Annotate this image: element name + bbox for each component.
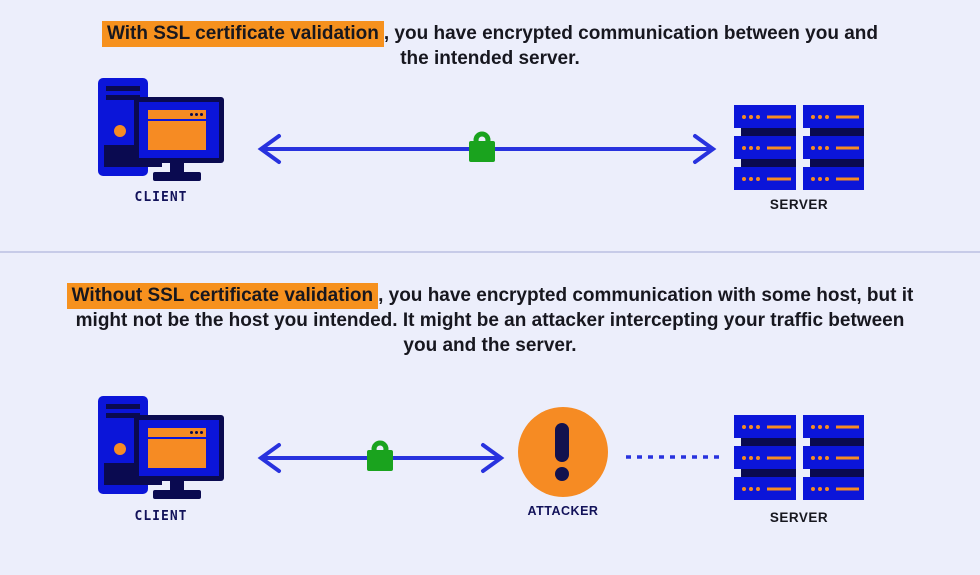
client-label-top: CLIENT	[134, 190, 188, 205]
client-label-bottom: CLIENT	[134, 509, 188, 524]
bottom-heading-highlight: Without SSL certificate validation	[66, 283, 379, 309]
top-heading-highlight: With SSL certificate validation	[102, 21, 384, 47]
client-computer-icon-bottom	[96, 394, 226, 500]
client-computer-icon	[96, 76, 226, 182]
bottom-panel-heading: Without SSL certificate validation, you …	[0, 283, 980, 358]
bottom-heading-rest: , you have encrypted communication with …	[75, 285, 914, 356]
server-label-bottom: SERVER	[769, 510, 829, 525]
server-label-top: SERVER	[769, 197, 829, 212]
top-panel-heading: With SSL certificate validation, you hav…	[0, 21, 980, 71]
intercepted-dashed-line	[626, 455, 720, 459]
browser-window	[148, 110, 206, 150]
computer-monitor	[134, 97, 224, 163]
attacker-label: ATTACKER	[527, 504, 599, 518]
top-heading-rest: , you have encrypted communication betwe…	[383, 23, 878, 69]
attacker-warning-icon	[518, 407, 608, 497]
server-rack-icon-top	[734, 105, 864, 190]
panel-divider	[0, 251, 980, 253]
secure-connection-arrow-bottom	[257, 440, 505, 473]
secure-connection-arrow-top	[257, 131, 717, 164]
padlock-icon	[367, 440, 393, 471]
padlock-icon	[469, 131, 495, 162]
server-rack-icon-bottom	[734, 415, 864, 500]
